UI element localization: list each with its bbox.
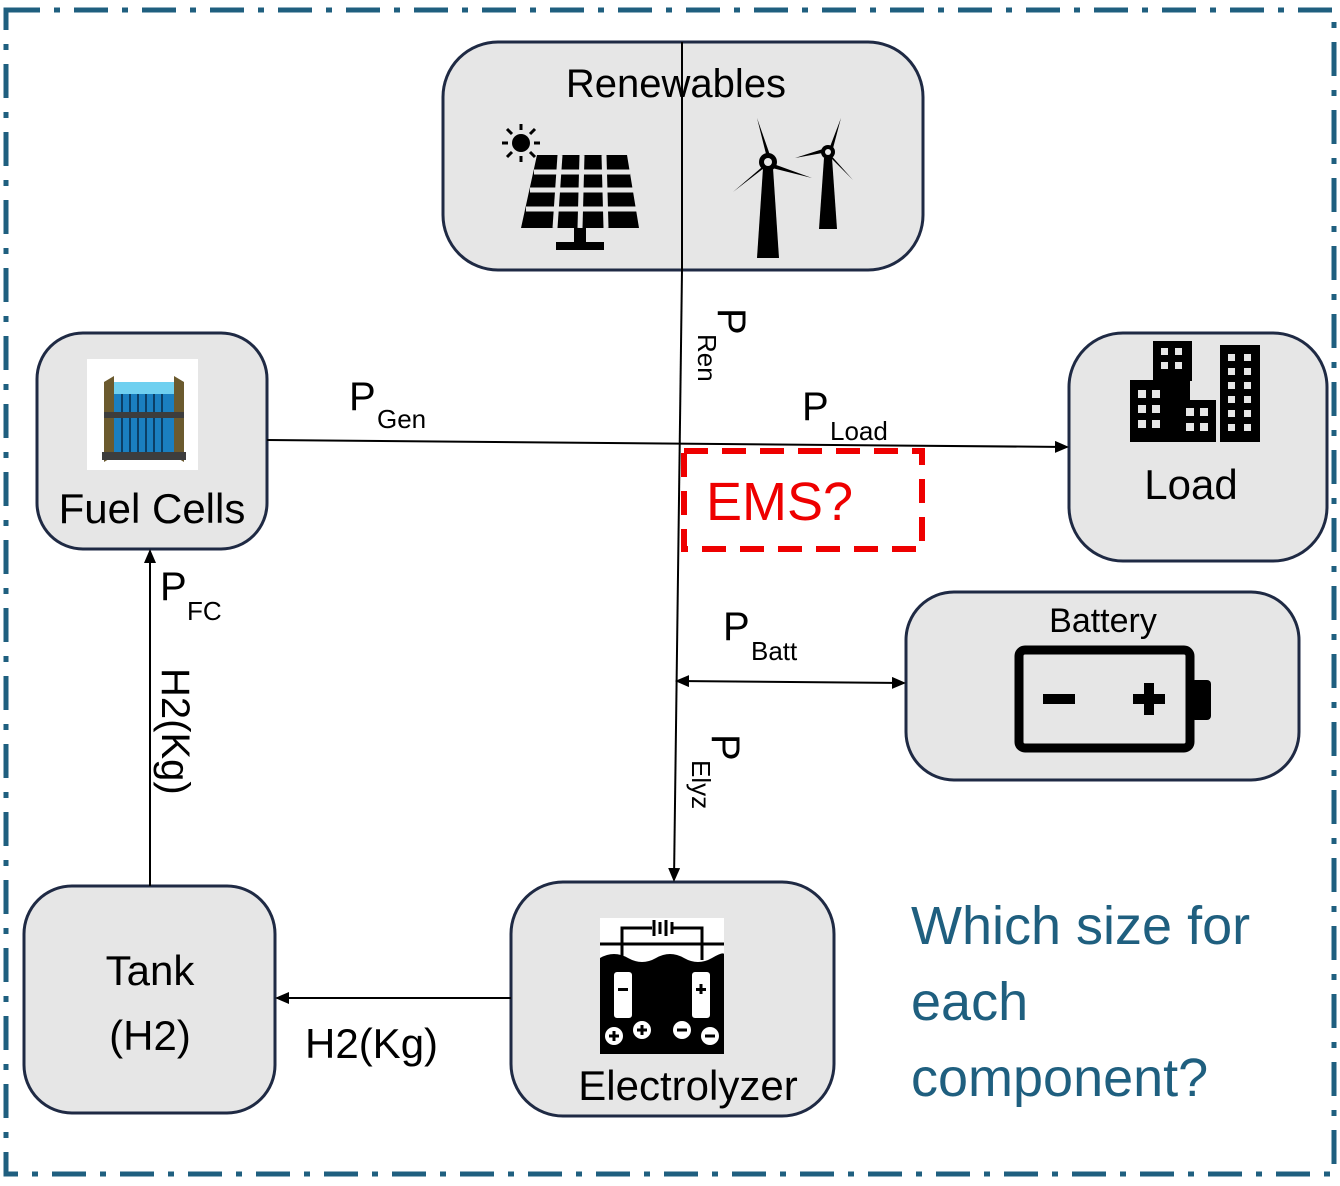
ems-label: EMS? [706, 472, 853, 532]
wind-turbine-icon [733, 118, 853, 258]
electrolyzer-node: Electrolyzer [509, 880, 836, 1118]
p-gen-load-line [266, 439, 1069, 453]
svg-text:Gen: Gen [377, 404, 426, 434]
fuel-cells-node: Fuel Cells [35, 331, 269, 551]
electrolyzer-title: Electrolyzer [578, 1062, 797, 1109]
svg-text:Elyz: Elyz [686, 760, 716, 809]
p-load-label: P Load [802, 385, 888, 446]
tank-node: Tank (H2) [22, 884, 277, 1115]
solar-panel-icon [521, 154, 639, 250]
question-line2: each [911, 972, 1028, 1032]
svg-text:Ren: Ren [692, 334, 722, 382]
battery-node: Battery [904, 590, 1301, 782]
p-batt-line [675, 675, 906, 689]
question-line1: Which size for [911, 896, 1250, 956]
h2-left-label: H2(Kg) [305, 1020, 438, 1067]
p-batt-label: P Batt [723, 605, 798, 666]
fuel-cells-title: Fuel Cells [59, 485, 246, 532]
connections [144, 269, 1069, 1004]
svg-text:H2(Kg): H2(Kg) [153, 668, 197, 795]
svg-text:P: P [160, 565, 187, 609]
electrolyzer-icon [600, 918, 725, 1054]
tank-title-line2: (H2) [109, 1012, 191, 1059]
tank-title-line1: Tank [106, 947, 196, 994]
load-title: Load [1144, 461, 1237, 508]
renewables-title: Renewables [566, 62, 786, 106]
svg-text:P: P [723, 605, 750, 649]
sizing-question: Which size for each component? [911, 896, 1250, 1108]
p-gen-label: P Gen [349, 375, 426, 434]
p-ren-subscript: Ren [692, 334, 722, 382]
buildings-icon [1130, 341, 1260, 442]
svg-text:P: P [349, 375, 376, 419]
p-elyz-label: P Elyz [686, 734, 747, 809]
outer-frame [3, 7, 1337, 1177]
sun-icon [502, 124, 540, 162]
ems-box: EMS? [681, 448, 925, 552]
question-line3: component? [911, 1048, 1208, 1108]
h2-up-label: H2(Kg) [153, 668, 197, 795]
p-fc-label: P FC [160, 565, 222, 626]
svg-text:Load: Load [830, 416, 888, 446]
svg-text:FC: FC [187, 596, 222, 626]
p-ren-label: P Ren [692, 308, 753, 382]
svg-text:P: P [703, 734, 747, 761]
renewables-node: Renewables [441, 40, 925, 272]
svg-text:P: P [709, 308, 753, 335]
fuel-cell-stack-icon [102, 376, 186, 462]
load-node: Load [1067, 331, 1329, 563]
svg-text:Batt: Batt [751, 636, 798, 666]
battery-title: Battery [1049, 602, 1157, 640]
battery-icon [1014, 645, 1211, 753]
p-ren-line [668, 269, 683, 882]
svg-text:P: P [802, 385, 829, 429]
p-ren-symbol: P [709, 308, 753, 335]
